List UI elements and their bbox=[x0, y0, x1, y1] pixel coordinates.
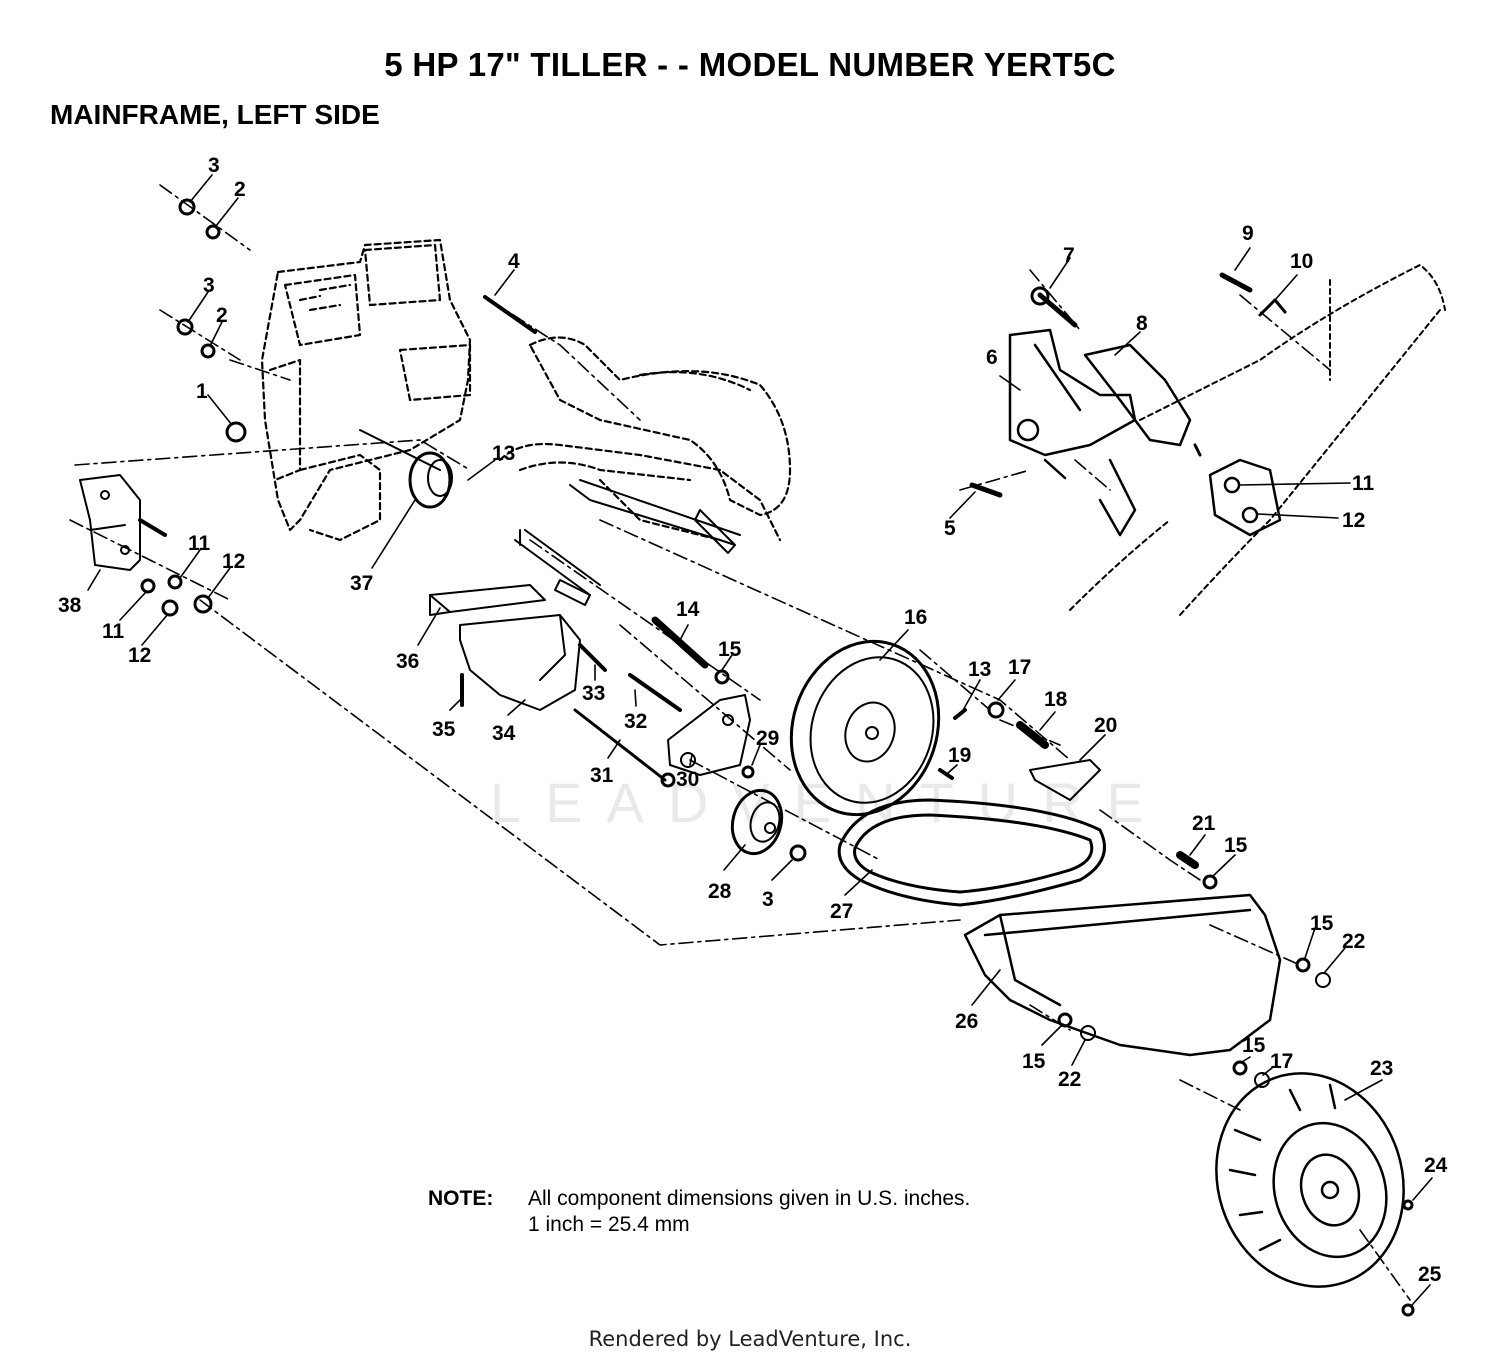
callout-label: 24 bbox=[1424, 1154, 1448, 1177]
callout-label: 29 bbox=[756, 727, 779, 750]
callout-label: 11 bbox=[102, 620, 125, 643]
callout-label: 21 bbox=[1192, 812, 1216, 835]
callout-label: 28 bbox=[708, 880, 732, 903]
callout-label: 6 bbox=[986, 346, 998, 369]
callout-label: 32 bbox=[624, 710, 647, 733]
callout-label: 3 bbox=[762, 888, 774, 911]
callout-label: 13 bbox=[968, 658, 991, 681]
callout-label: 17 bbox=[1008, 656, 1031, 679]
callout-label: 30 bbox=[676, 768, 699, 791]
leader-lines bbox=[87, 174, 1433, 1306]
footer-credit: Rendered by LeadVenture, Inc. bbox=[588, 1327, 912, 1351]
watermark-text: LEADVENTURE bbox=[490, 771, 1168, 834]
callout-label: 15 bbox=[1242, 1034, 1266, 1057]
bracket bbox=[429, 584, 546, 616]
callout-label: 19 bbox=[948, 744, 971, 767]
wheel-tire bbox=[1215, 1072, 1405, 1288]
engine-pulley bbox=[359, 429, 453, 509]
callout-label: 11 bbox=[188, 532, 211, 555]
callout-label: 33 bbox=[582, 682, 605, 705]
depth-stake-assembly bbox=[1008, 328, 1192, 537]
callout-label: 16 bbox=[904, 606, 927, 629]
idler-pulley bbox=[730, 788, 784, 856]
callout-label: 4 bbox=[508, 250, 520, 273]
callout-label: 25 bbox=[1418, 1263, 1442, 1286]
large-pulley bbox=[789, 639, 941, 817]
callout-label: 17 bbox=[1270, 1050, 1293, 1073]
drive-belt bbox=[837, 798, 1106, 907]
callout-label: 15 bbox=[718, 638, 742, 661]
callout-label: 23 bbox=[1370, 1057, 1393, 1080]
hitch-bracket bbox=[1208, 458, 1282, 537]
callout-label: 31 bbox=[590, 764, 614, 787]
callout-label: 37 bbox=[350, 572, 373, 595]
page-title: 5 HP 17" TILLER - - MODEL NUMBER YERT5C bbox=[384, 46, 1116, 83]
callout-label: 3 bbox=[208, 154, 220, 177]
callout-label: 27 bbox=[830, 900, 853, 923]
callout-label: 18 bbox=[1044, 688, 1068, 711]
callout-label: 14 bbox=[676, 598, 700, 621]
note-line-1: All component dimensions given in U.S. i… bbox=[528, 1187, 971, 1210]
belt-guide-bracket bbox=[1029, 759, 1101, 801]
drag-bar-bracket bbox=[459, 614, 581, 711]
tine-hood-outline bbox=[498, 336, 792, 542]
callout-label: 3 bbox=[203, 274, 215, 297]
callout-label: 10 bbox=[1290, 250, 1313, 273]
callout-label: 34 bbox=[492, 722, 516, 745]
callout-label: 11 bbox=[1352, 472, 1375, 495]
idler-bracket bbox=[667, 694, 751, 776]
callout-label: 35 bbox=[432, 718, 456, 741]
dimension-note: NOTE: All component dimensions given in U… bbox=[428, 1186, 970, 1238]
callout-label: 15 bbox=[1022, 1050, 1046, 1073]
callout-label: 5 bbox=[944, 517, 956, 540]
callout-labels: 3 2 3 2 1 4 13 37 38 11 12 11 12 36 35 3… bbox=[58, 154, 1448, 1286]
callout-label: 2 bbox=[216, 304, 228, 327]
callout-label: 2 bbox=[234, 178, 246, 201]
callout-label: 22 bbox=[1342, 930, 1365, 953]
callout-label: 20 bbox=[1094, 714, 1117, 737]
callout-label: 9 bbox=[1242, 222, 1254, 245]
callout-label: 7 bbox=[1063, 244, 1075, 267]
callout-label: 15 bbox=[1224, 834, 1248, 857]
callout-label: 36 bbox=[396, 650, 419, 673]
callout-label: 22 bbox=[1058, 1068, 1081, 1091]
callout-label: 12 bbox=[1342, 509, 1365, 532]
callout-label: 15 bbox=[1310, 912, 1334, 935]
engine-outline bbox=[260, 238, 472, 542]
callout-label: 12 bbox=[128, 644, 151, 667]
callout-label: 8 bbox=[1136, 312, 1148, 335]
belt-cover bbox=[963, 893, 1282, 1057]
tine-shield-outline bbox=[1069, 264, 1446, 616]
callout-label: 13 bbox=[492, 442, 515, 465]
callout-label: 12 bbox=[222, 550, 245, 573]
callout-label: 1 bbox=[196, 380, 208, 403]
hardware-items bbox=[140, 198, 1415, 1317]
callout-label: 38 bbox=[58, 594, 82, 617]
note-label: NOTE: bbox=[428, 1187, 494, 1210]
callout-label: 26 bbox=[955, 1010, 978, 1033]
mounting-plate bbox=[79, 474, 167, 571]
section-subtitle: MAINFRAME, LEFT SIDE bbox=[50, 99, 380, 130]
alignment-lines bbox=[69, 184, 1411, 1301]
shafts bbox=[514, 479, 741, 606]
note-line-2: 1 inch = 25.4 mm bbox=[528, 1213, 690, 1236]
